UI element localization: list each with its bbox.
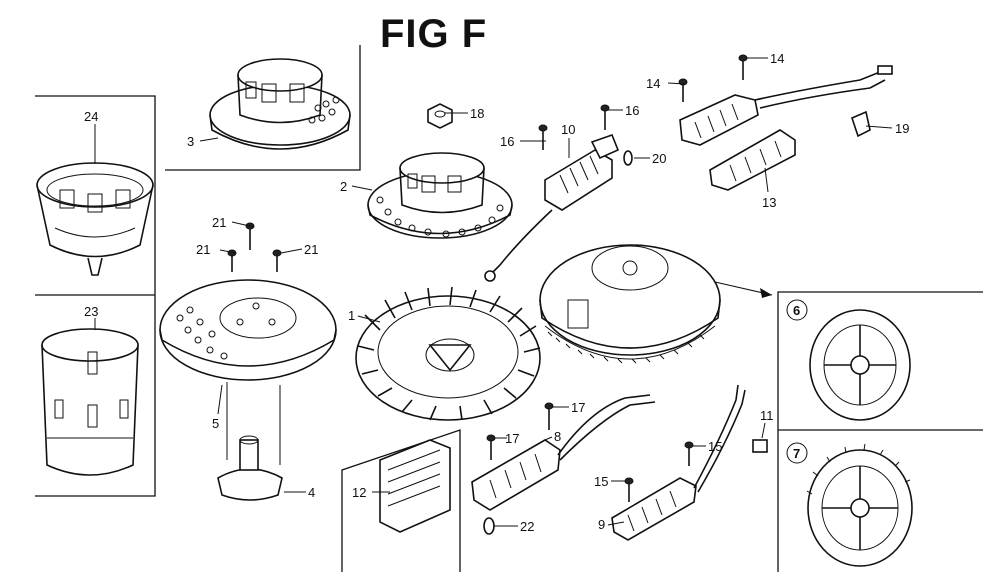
part-label-6: 6 [793,303,800,318]
part-15-screws [624,441,694,502]
part-label-13: 13 [762,195,776,210]
leader-lines [94,57,893,527]
part-label-2: 2 [340,179,347,194]
part-label-20: 20 [652,151,666,166]
part-label-17b: 17 [505,431,519,446]
part-18-drawing [427,103,453,129]
part-7-drawing [806,443,913,567]
part-24-drawing [36,162,154,276]
part-labels: 24 23 3 2 18 1 5 4 21 21 21 16 16 10 20 … [84,51,909,534]
part-label-18: 18 [470,106,484,121]
part-label-9: 9 [598,517,605,532]
part-label-14a: 14 [646,76,660,91]
part-label-5: 5 [212,416,219,431]
part-label-16a: 16 [500,134,514,149]
part-label-7: 7 [793,446,800,461]
part-1-drawing [355,286,541,421]
part-21-drawing [227,222,282,272]
part-label-15a: 15 [708,439,722,454]
part-label-8: 8 [554,429,561,444]
part-label-17a: 17 [571,400,585,415]
part-label-1: 1 [348,308,355,323]
part-9-drawing [611,384,746,541]
part-23-drawing [41,328,139,476]
part-label-24: 24 [84,109,98,124]
part-label-21b: 21 [196,242,210,257]
part-6-drawing [809,309,911,421]
part-label-21a: 21 [212,215,226,230]
part-19-drawing [851,110,871,138]
part-2-drawing [367,152,513,239]
part-11-drawing [752,439,768,453]
circle-marker-6 [786,299,808,321]
part-label-19: 19 [895,121,909,136]
part-label-14b: 14 [770,51,784,66]
part-12-drawing [379,439,451,533]
part-label-11: 11 [760,408,774,423]
frame-lines [35,45,983,572]
flywheel-drawing [539,244,721,364]
part-8-drawing [471,394,656,511]
part-label-4: 4 [308,485,315,500]
part-22-drawing [483,517,495,535]
part-label-23: 23 [84,304,98,319]
part-label-12: 12 [352,485,366,500]
part-4-drawing [217,382,283,501]
circle-marker-7 [786,442,808,464]
part-5-drawing [159,279,337,381]
part-label-22: 22 [520,519,534,534]
part-17-screws [486,402,554,460]
figure-title: FIG F [380,12,488,56]
part-14-screws [678,54,748,102]
part-10-drawing [484,133,620,282]
part-label-3: 3 [187,134,194,149]
part-20-drawing [623,150,633,166]
part-3-drawing [209,58,351,150]
part-label-15b: 15 [594,474,608,489]
part-label-10: 10 [561,122,575,137]
part-label-21c: 21 [304,242,318,257]
part-label-16b: 16 [625,103,639,118]
part-13-drawing [679,65,893,191]
